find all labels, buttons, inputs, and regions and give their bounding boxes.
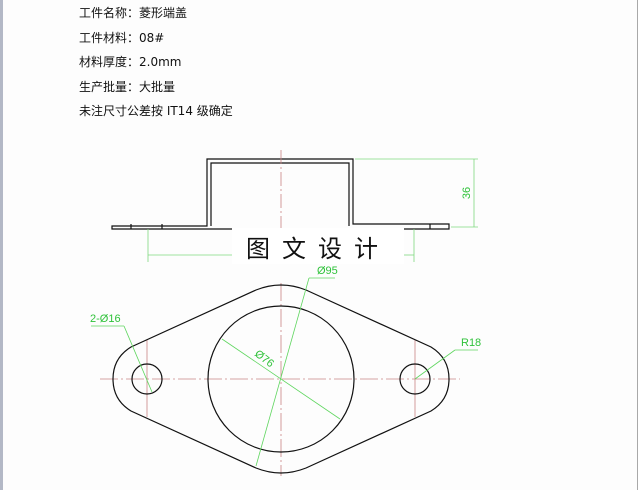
height-dimension-label: 36 [461, 187, 473, 199]
plan-dimension-leaders [91, 277, 478, 467]
window-left-border [0, 0, 3, 490]
inner-diameter-label: Ø76 [252, 348, 276, 370]
thickness-value: 2.0mm [139, 55, 182, 69]
material-label: 工件材料： [79, 31, 140, 45]
inner-circle-d76 [207, 305, 355, 453]
watermark: 图文设计 [232, 228, 404, 264]
outer-diameter-label: Ø95 [317, 265, 338, 277]
spec-material: 工件材料：08# [79, 31, 164, 45]
spec-part-name: 工件名称：菱形端盖 [79, 6, 187, 20]
side-view [111, 158, 450, 230]
spec-thickness: 材料厚度：2.0mm [79, 55, 181, 69]
material-value: 08# [139, 31, 165, 45]
radius-label: R18 [461, 337, 481, 349]
holes-dimension-label: 2-Ø16 [90, 313, 121, 325]
height-dimension [355, 158, 478, 228]
thickness-label: 材料厚度： [79, 55, 140, 69]
batch-value: 大批量 [139, 80, 176, 94]
spec-batch: 生产批量：大批量 [79, 80, 175, 94]
right-hole [399, 363, 431, 395]
left-hole [131, 363, 163, 395]
part-name-label: 工件名称： [79, 6, 140, 20]
batch-label: 生产批量： [79, 80, 140, 94]
width-dimension [147, 229, 415, 262]
part-name-value: 菱形端盖 [139, 6, 188, 20]
spec-tolerance-note: 未注尺寸公差按 IT14 级确定 [79, 104, 233, 118]
